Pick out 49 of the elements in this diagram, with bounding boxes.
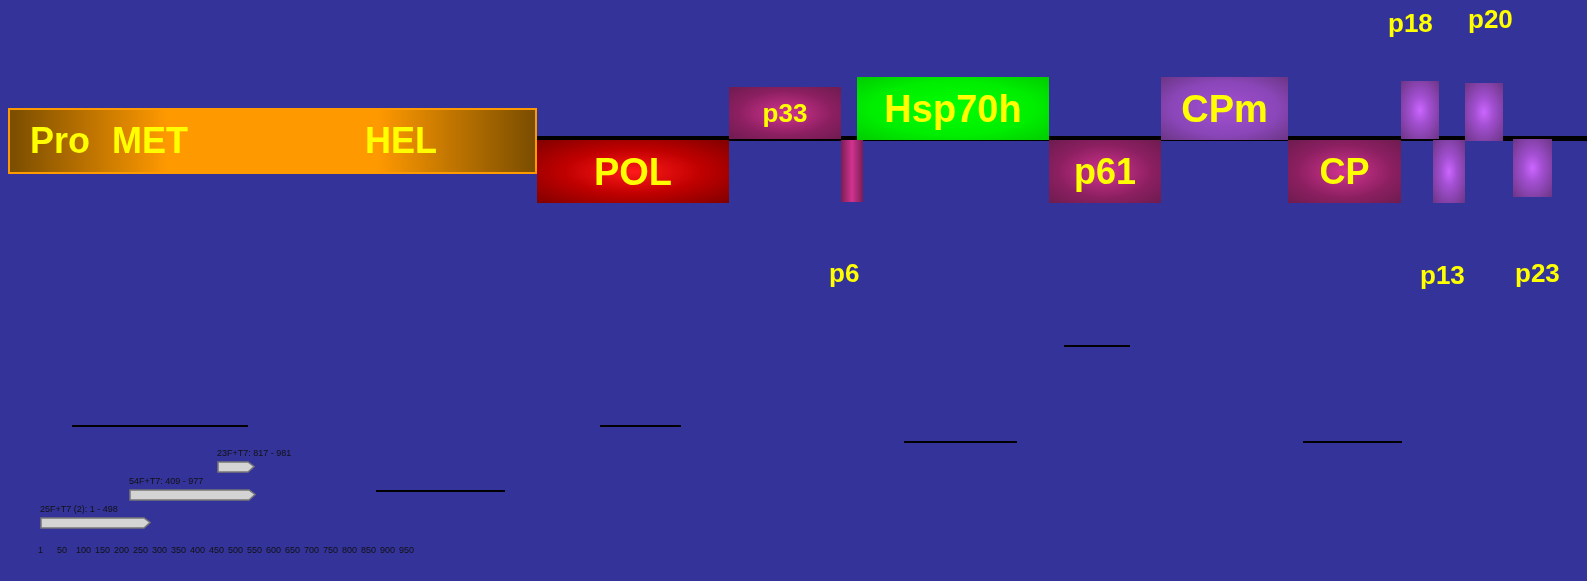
orf-label: p13 (1420, 262, 1465, 288)
clone-label: 23F+T7: 817 - 981 (217, 449, 292, 458)
orf-label: MET (112, 123, 188, 159)
scale-tick-label: 500 (228, 546, 244, 555)
scale-tick-label: 250 (133, 546, 149, 555)
scale-tick-label: 1 (38, 546, 43, 555)
orf-label: POL (592, 152, 674, 191)
orf-label: Pro (30, 123, 90, 159)
scale-tick-label: 800 (342, 546, 358, 555)
scale-tick-label: 400 (190, 546, 206, 555)
clone-label: 25F+T7 (2): 1 - 498 (40, 505, 118, 514)
orf-label: p61 (1072, 153, 1137, 190)
orf-box (1465, 83, 1503, 141)
scale-tick-label: 950 (399, 546, 415, 555)
orf-box (1401, 81, 1439, 139)
orf-box (857, 77, 1049, 140)
orf-label: CPm (1180, 89, 1269, 128)
orf-box (1049, 140, 1161, 203)
orf-box (1288, 140, 1401, 203)
scale-tick-label: 850 (361, 546, 377, 555)
orf-box (729, 87, 841, 139)
orf-box (1513, 139, 1552, 197)
orf-label: p20 (1468, 6, 1513, 32)
orf-label: p23 (1515, 260, 1560, 286)
orf-label: Hsp70h (883, 89, 1023, 128)
orf-label: p6 (829, 260, 860, 286)
clone-label: 54F+T7: 409 - 977 (129, 477, 204, 486)
orf-label: p33 (761, 100, 809, 126)
scale-tick-label: 600 (266, 546, 282, 555)
orf-box (8, 108, 537, 174)
orf-label: HEL (365, 123, 437, 159)
scale-tick-label: 300 (152, 546, 168, 555)
scale-tick-label: 350 (171, 546, 187, 555)
scale-tick-label: 650 (285, 546, 301, 555)
orf-box (841, 140, 863, 202)
scale-tick-label: 150 (95, 546, 111, 555)
scale-tick-label: 50 (57, 546, 67, 555)
orf-box (537, 140, 729, 203)
scale-tick-label: 900 (380, 546, 396, 555)
orf-box (1433, 140, 1465, 203)
orf-label: CP (1318, 153, 1371, 190)
scale-tick-label: 450 (209, 546, 225, 555)
orf-label: p18 (1388, 10, 1433, 36)
scale-tick-label: 200 (114, 546, 130, 555)
scale-tick-label: 550 (247, 546, 263, 555)
scale-tick-label: 700 (304, 546, 320, 555)
scale-tick-label: 750 (323, 546, 339, 555)
scale-tick-label: 100 (76, 546, 92, 555)
orf-box (1161, 77, 1288, 140)
